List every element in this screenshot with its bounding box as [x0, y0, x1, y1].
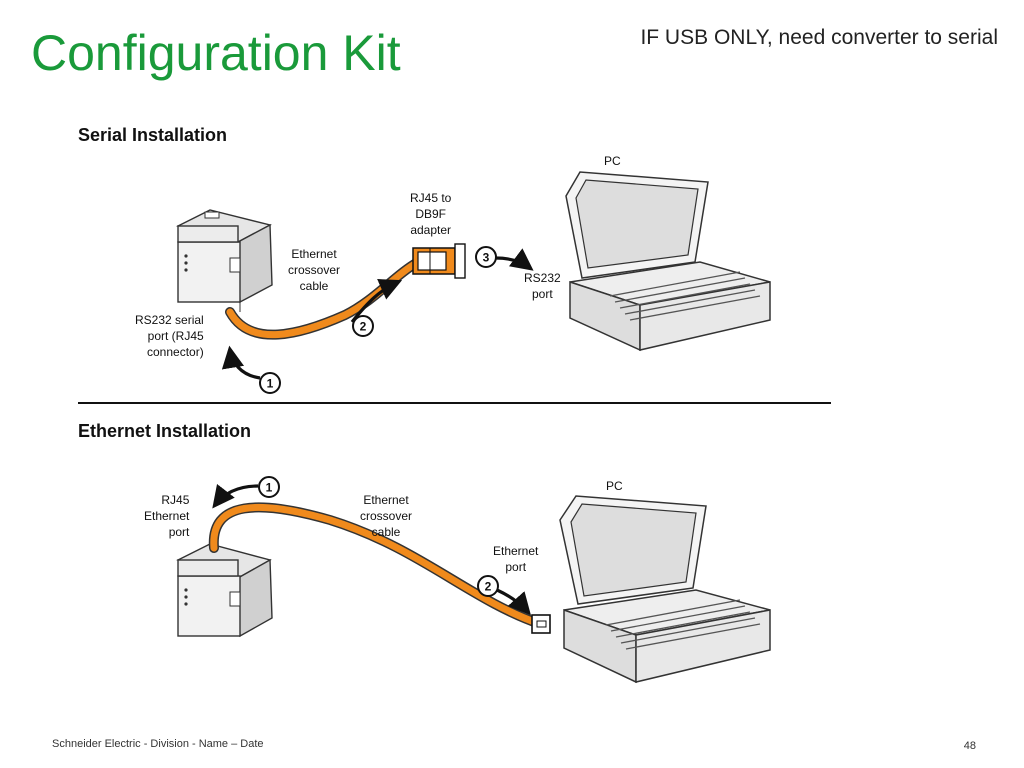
- ethernet-port-label: Ethernet port: [493, 544, 539, 574]
- eth-step1-arrow: [212, 483, 259, 509]
- step2-arrow: [350, 279, 403, 323]
- device-serial-port-label: RS232 serial port (RJ45 connector): [135, 313, 204, 359]
- step-number: 2: [360, 320, 367, 334]
- step3-arrow: [495, 248, 534, 271]
- serial-pc-laptop-icon: [565, 171, 771, 352]
- section-divider: [78, 402, 831, 404]
- footer-text: Schneider Electric - Division - Name – D…: [52, 738, 264, 750]
- serial-installation-heading: Serial Installation: [78, 125, 228, 145]
- ethernet-pc-laptop-icon: [559, 495, 771, 684]
- ethernet-plug-icon: [531, 614, 551, 634]
- rs232-port-label: RS232 port: [524, 271, 561, 301]
- page-number: 48: [963, 740, 976, 752]
- ethernet-pc-label: PC: [606, 479, 623, 493]
- step-number: 3: [483, 251, 490, 265]
- serial-step-2-marker: 2: [352, 315, 374, 337]
- serial-step-1-marker: 1: [259, 372, 281, 394]
- serial-device-icon: [176, 209, 273, 312]
- db9f-adapter-icon: [412, 243, 466, 279]
- usb-note: IF USB ONLY, need converter to serial: [640, 26, 998, 49]
- ethernet-step-2-marker: 2: [477, 575, 499, 597]
- step-number: 1: [267, 377, 274, 391]
- ethernet-device-icon: [176, 543, 273, 638]
- serial-pc-label: PC: [604, 154, 621, 168]
- step-number: 2: [485, 580, 492, 594]
- rj45-port-label: RJ45 Ethernet port: [144, 493, 190, 539]
- slide-title: Configuration Kit: [31, 25, 401, 81]
- ethernet-step-1-marker: 1: [258, 476, 280, 498]
- step-number: 1: [266, 481, 273, 495]
- adapter-label: RJ45 to DB9F adapter: [410, 191, 452, 237]
- serial-step-3-marker: 3: [475, 246, 497, 268]
- eth-step2-arrow: [496, 588, 531, 616]
- ethernet-installation-heading: Ethernet Installation: [78, 421, 252, 441]
- ethernet-cable-label: Ethernet crossover cable: [360, 493, 413, 539]
- step1-arrow: [221, 345, 261, 380]
- serial-cable-label: Ethernet crossover cable: [288, 247, 341, 293]
